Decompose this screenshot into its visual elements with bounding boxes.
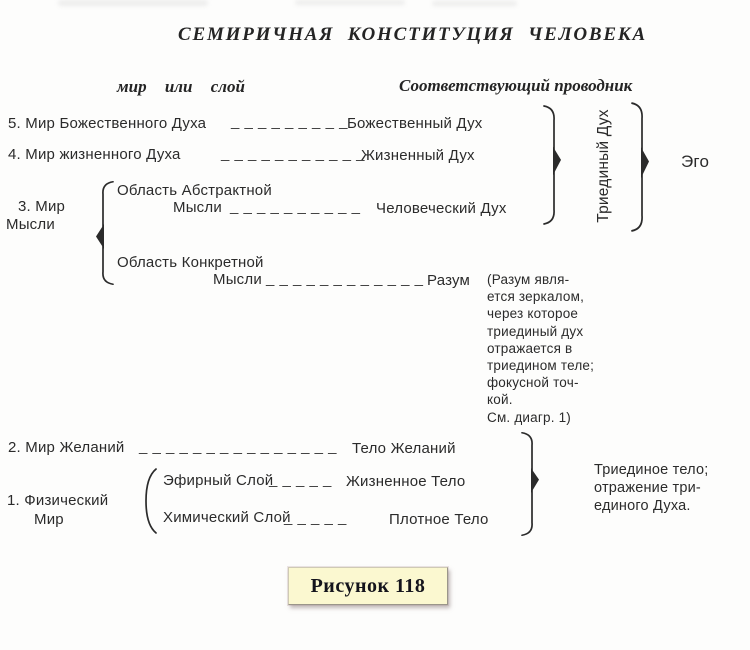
chemical-layer-label: Химический Слой	[163, 509, 291, 526]
figure-caption: Рисунок 118	[288, 567, 448, 605]
scan-artifact	[432, 1, 517, 6]
world1-label-line2: Мир	[34, 511, 64, 528]
world4-label: 4. Мир жизненного Духа	[8, 146, 181, 163]
triune-body-note-line: единого Духа.	[594, 498, 691, 514]
mind-world-brace	[96, 181, 114, 285]
physical-world-brace	[145, 468, 157, 534]
ego-label: Эго	[681, 152, 710, 171]
world2-label: 2. Мир Желаний	[8, 439, 125, 456]
dense-body-vehicle: Плотное Тело	[389, 511, 489, 528]
world2-connector: _ _ _ _ _ _ _ _ _ _ _ _ _ _ _	[139, 438, 337, 455]
mind-note-line: См. диагр. 1)	[487, 409, 571, 425]
triple-spirit-bracket	[543, 105, 561, 225]
concrete-thought-connector: _ _ _ _ _ _ _ _ _ _ _ _	[266, 270, 424, 287]
triune-spirit-label-vertical: Триединый Дух	[595, 109, 612, 223]
world5-vehicle: Божественный Дух	[347, 115, 483, 132]
mind-note-line: триедином теле;	[487, 358, 595, 374]
etheric-layer-label: Эфирный Слой	[163, 472, 274, 489]
world1-label-line1: 1. Физический	[7, 492, 109, 509]
mind-note-line: триединый дух	[487, 323, 584, 339]
world5-connector: _ _ _ _ _ _ _ _ _	[231, 113, 348, 130]
desire-body-vehicle: Тело Желаний	[352, 440, 456, 457]
world3-label-line2: Мысли	[6, 216, 55, 233]
column-header-worlds: мир или слой	[117, 77, 245, 96]
abstract-thought-connector: _ _ _ _ _ _ _ _ _ _	[230, 198, 361, 215]
mind-note: (Разум явля- ется зеркалом, через которо…	[487, 271, 617, 426]
triune-body-note: Триединое тело; отражение три- единого Д…	[594, 461, 734, 515]
abstract-thought-line2: Мысли	[173, 199, 222, 216]
figure-caption-text: Рисунок 118	[310, 574, 426, 597]
mind-note-line: фокусной точ-	[487, 375, 579, 391]
diagram-title: СЕМИРИЧНАЯ КОНСТИТУЦИЯ ЧЕЛОВЕКА	[178, 24, 648, 45]
world3-label-line1: 3. Мир	[18, 198, 66, 215]
human-spirit-vehicle: Человеческий Дух	[376, 200, 507, 217]
mind-note-line: (Разум явля-	[487, 272, 570, 287]
mind-note-line: ется зеркалом,	[487, 289, 585, 305]
world4-connector: _ _ _ _ _ _ _ _ _ _ _	[221, 145, 365, 162]
triune-spirit-bracket	[631, 102, 649, 232]
scan-artifact	[58, 0, 208, 6]
triune-body-bracket	[521, 432, 539, 536]
concrete-thought-line1: Область Конкретной	[117, 254, 264, 271]
mind-vehicle: Разум	[427, 272, 471, 289]
triune-body-note-line: Триединое тело;	[594, 462, 709, 478]
world5-label: 5. Мир Божественного Духа	[8, 115, 207, 132]
column-header-vehicles: Соответствующий проводник	[399, 76, 633, 95]
triune-body-note-line: отражение три-	[594, 480, 701, 496]
mind-note-line: отражается в	[487, 340, 573, 356]
etheric-layer-connector: _ _ _ _ _	[269, 471, 332, 488]
scan-artifact	[295, 0, 405, 5]
chemical-layer-connector: _ _ _ _ _	[284, 509, 347, 526]
mind-note-line: через которое	[487, 306, 579, 322]
world4-vehicle: Жизненный Дух	[361, 147, 475, 164]
abstract-thought-line1: Область Абстрактной	[117, 182, 272, 199]
concrete-thought-line2: Мысли	[213, 271, 262, 288]
mind-note-line: кой.	[487, 392, 513, 408]
vital-body-vehicle: Жизненное Тело	[346, 473, 466, 490]
